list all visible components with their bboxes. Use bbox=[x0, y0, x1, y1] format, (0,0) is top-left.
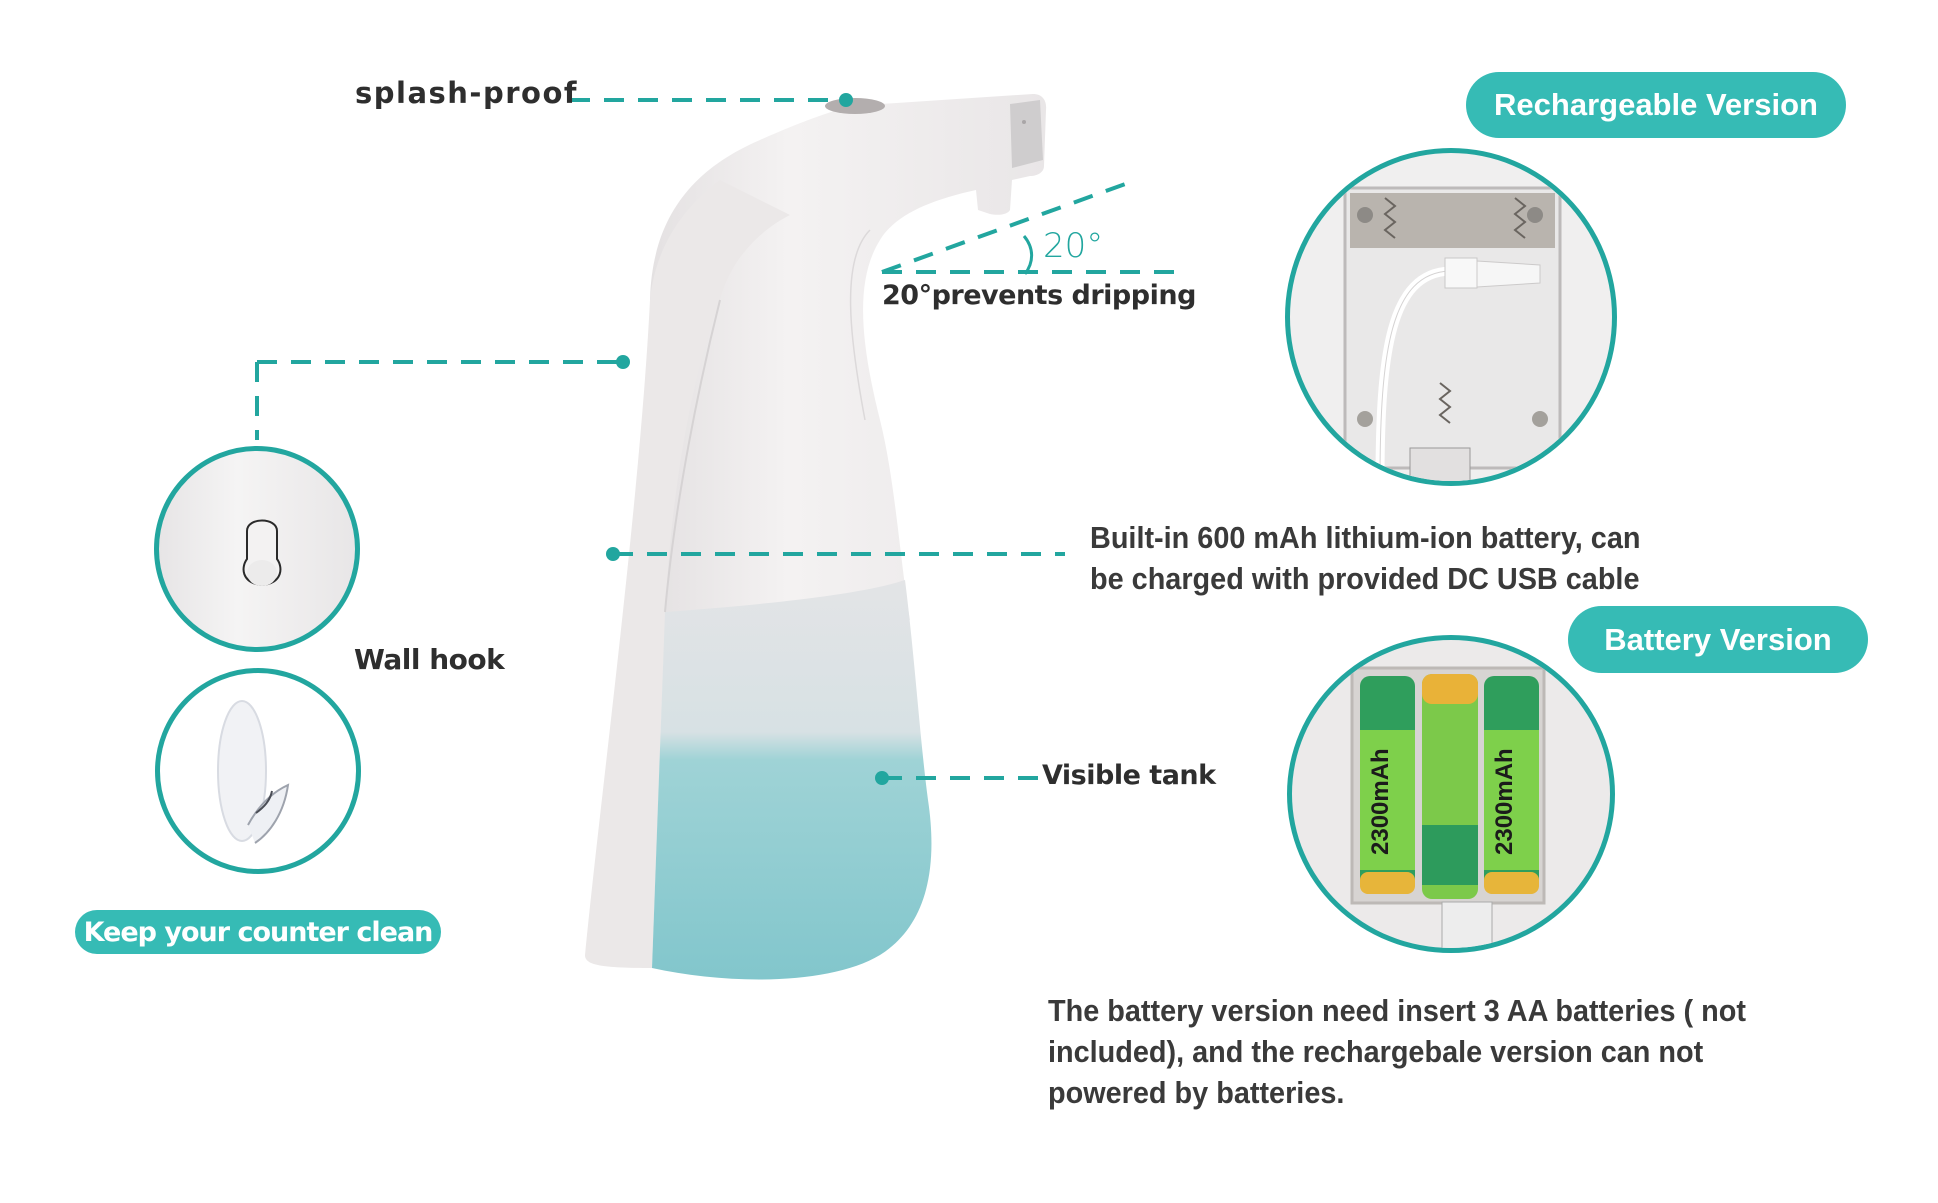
visible-tank-dot bbox=[875, 771, 889, 785]
wall-hook-closeup bbox=[154, 446, 360, 652]
battery-description: The battery version need insert 3 AA bat… bbox=[1048, 990, 1746, 1113]
battery-dot bbox=[606, 547, 620, 561]
usb-cable-icon bbox=[1343, 186, 1562, 481]
adhesive-hook-closeup bbox=[155, 668, 361, 874]
splash-proof-label: splash-proof bbox=[355, 76, 578, 110]
adhesive-hook-icon bbox=[217, 700, 290, 844]
battery-label-left: 2300mAh bbox=[1367, 748, 1394, 855]
splash-proof-dot bbox=[839, 93, 853, 107]
battery-label-right: 2300mAh bbox=[1491, 748, 1518, 855]
battery-icon: 2300mAh 2300mAh bbox=[1350, 666, 1546, 948]
dispenser-body bbox=[650, 94, 1047, 660]
rechargeable-version-badge: Rechargeable Version bbox=[1466, 72, 1846, 138]
rechargeable-description-line1: Built-in 600 mAh lithium-ion battery, ca… bbox=[1090, 520, 1641, 555]
keyhole-icon bbox=[242, 519, 282, 587]
prevents-dripping-label: 20°prevents dripping bbox=[882, 280, 1196, 311]
angle-value-label: 20° bbox=[1043, 226, 1104, 266]
sensor-button-icon bbox=[825, 98, 885, 114]
wall-hook-dot bbox=[616, 355, 630, 369]
battery-description-line1: The battery version need insert 3 AA bat… bbox=[1048, 993, 1746, 1028]
battery-description-line3: powered by batteries. bbox=[1048, 1075, 1345, 1110]
rechargeable-description: Built-in 600 mAh lithium-ion battery, ca… bbox=[1090, 517, 1640, 599]
keep-counter-clean-badge: Keep your counter clean bbox=[75, 910, 441, 954]
battery-version-badge: Battery Version bbox=[1568, 606, 1868, 673]
rechargeable-description-line2: be charged with provided DC USB cable bbox=[1090, 561, 1640, 596]
visible-tank-label: Visible tank bbox=[1042, 760, 1216, 791]
tank bbox=[652, 580, 932, 980]
battery-description-line2: included), and the rechargebale version … bbox=[1048, 1034, 1704, 1069]
battery-compartment-closeup: 2300mAh 2300mAh bbox=[1287, 635, 1615, 953]
wall-hook-label: Wall hook bbox=[354, 643, 505, 676]
rechargeable-compartment-closeup bbox=[1285, 148, 1617, 486]
